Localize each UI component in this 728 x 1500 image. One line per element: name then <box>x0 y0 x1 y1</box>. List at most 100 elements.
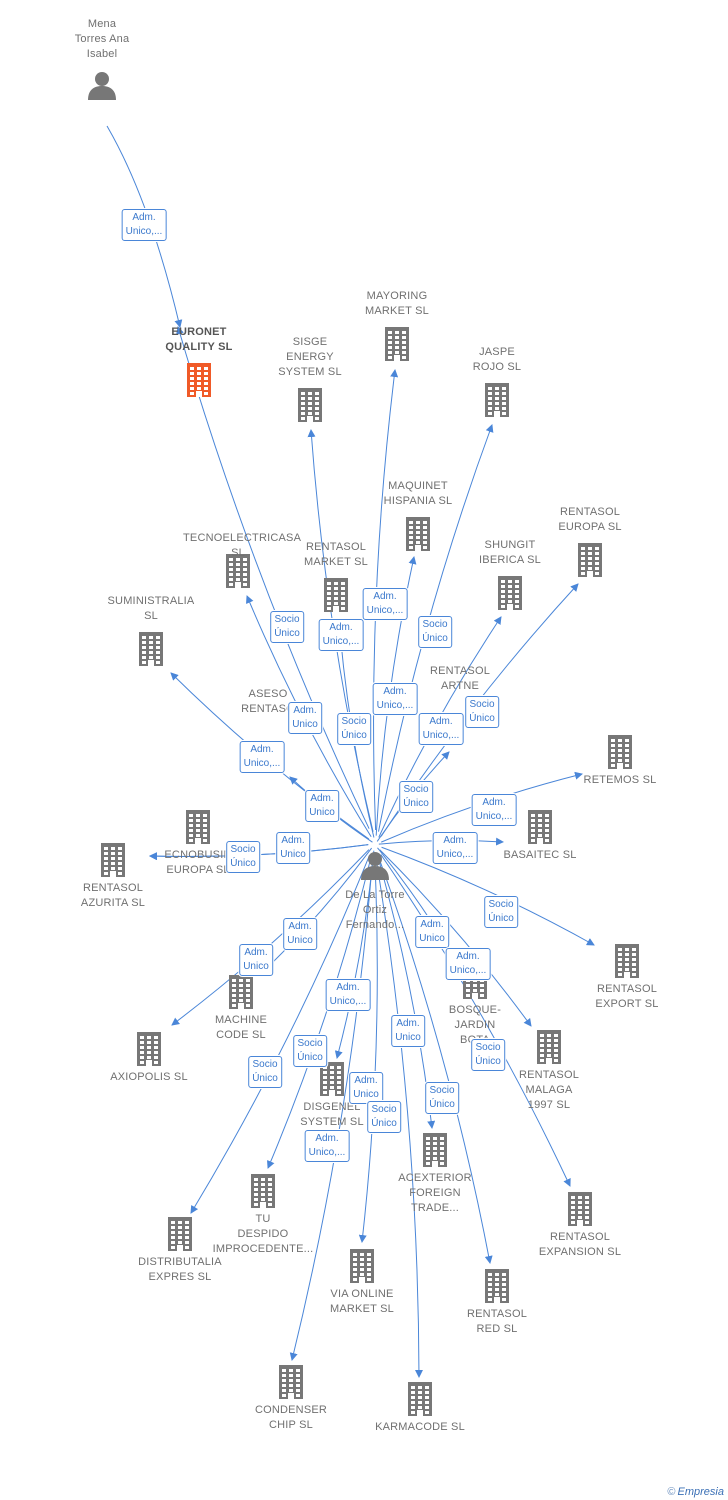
company-building-icon[interactable] <box>420 1133 450 1172</box>
company-label-jaspe[interactable]: JASPE ROJO SL <box>442 345 552 375</box>
company-building-icon[interactable] <box>405 1382 435 1421</box>
company-building-icon[interactable] <box>321 578 351 617</box>
company-building-icon[interactable] <box>525 810 555 849</box>
edge-delatorre-machine_code <box>262 847 373 973</box>
company-building-icon[interactable] <box>183 810 213 849</box>
company-label-axiopolis[interactable]: AXIOPOLIS SL <box>94 1070 204 1085</box>
company-building-icon[interactable] <box>482 1269 512 1308</box>
edge-label-tecnobusiness[interactable]: Adm.Unico <box>276 832 310 864</box>
company-building-icon[interactable] <box>482 383 512 422</box>
person-icon[interactable] <box>360 850 390 885</box>
edge-label-machine_code[interactable]: Adm.Unico <box>283 918 317 950</box>
edge-label-acexterior[interactable]: Adm.Unico <box>391 1015 425 1047</box>
company-building-icon[interactable] <box>295 388 325 427</box>
edge-label-condenser[interactable]: Adm.Unico,... <box>304 1130 350 1162</box>
edge-label-suministralia[interactable]: Adm.Unico,... <box>239 741 285 773</box>
credit[interactable]: ©Empresia <box>667 1486 724 1498</box>
node-label-line: ROJO SL <box>472 361 522 373</box>
edge-label-line: Único <box>475 1056 501 1067</box>
company-building-icon[interactable] <box>134 1032 164 1071</box>
edge-label-euronet[interactable]: Adm.Unico,... <box>121 209 167 241</box>
edge-label-rentasol_malaga[interactable]: Adm.Unico,... <box>445 948 491 980</box>
edge-label-shungit[interactable]: Adm.Unico,... <box>418 713 464 745</box>
edge-label-rentasol_market[interactable]: Adm.Unico,... <box>318 619 364 651</box>
company-label-karmacode[interactable]: KARMACODE SL <box>365 1420 475 1435</box>
node-label-line: TU <box>255 1213 271 1225</box>
edge-label-basaitec[interactable]: Adm.Unico,... <box>432 832 478 864</box>
company-building-icon[interactable] <box>575 543 605 582</box>
edge-label-mayoring[interactable]: Adm.Unico,... <box>362 588 408 620</box>
company-building-icon[interactable] <box>276 1365 306 1404</box>
company-building-icon[interactable] <box>495 576 525 615</box>
company-building-icon[interactable] <box>403 517 433 556</box>
company-label-basaitec[interactable]: BASAITEC SL <box>485 848 595 863</box>
company-building-icon[interactable] <box>226 975 256 1014</box>
edge-label-disgenel[interactable]: Adm.Unico,... <box>325 979 371 1011</box>
edge-label-asesoria[interactable]: Adm.Unico <box>305 790 339 822</box>
edge-label-line: Socio <box>429 1085 455 1096</box>
edge-label-via_online[interactable]: Adm.Unico <box>349 1072 383 1104</box>
company-label-tecnoelectricasa[interactable]: TECNOELECTRICASA SL <box>183 531 301 561</box>
company-building-icon[interactable] <box>136 632 166 671</box>
person-icon[interactable] <box>87 70 117 105</box>
company-building-icon[interactable] <box>317 1062 347 1101</box>
company-building-icon[interactable] <box>248 1174 278 1213</box>
edge-label-retemos[interactable]: Adm.Unico,... <box>471 794 517 826</box>
company-building-icon[interactable] <box>347 1249 377 1288</box>
company-building-icon[interactable] <box>223 554 253 593</box>
company-label-retemos[interactable]: RETEMOS SL <box>565 773 675 788</box>
edge-label-tecnoelectricasa[interactable]: Adm.Unico <box>288 702 322 734</box>
node-label-line: JASPE <box>479 346 515 358</box>
company-building-icon[interactable] <box>534 1030 564 1069</box>
node-label-line: DESPIDO <box>237 1228 289 1240</box>
edge-label-bosque[interactable]: Adm.Unico <box>415 916 449 948</box>
edge-label-maquinet[interactable]: Adm.Unico,... <box>372 683 418 715</box>
company-building-icon[interactable] <box>382 327 412 366</box>
focus-company-building-icon[interactable] <box>184 363 214 402</box>
copyright-icon: © <box>667 1486 676 1498</box>
company-building-icon[interactable] <box>165 1217 195 1256</box>
company-building-icon[interactable] <box>612 944 642 983</box>
company-building-icon[interactable] <box>605 735 635 774</box>
company-building-icon[interactable] <box>565 1192 595 1231</box>
edge-label-axiopolis[interactable]: Adm.Unico <box>239 944 273 976</box>
company-building-icon[interactable] <box>98 843 128 882</box>
